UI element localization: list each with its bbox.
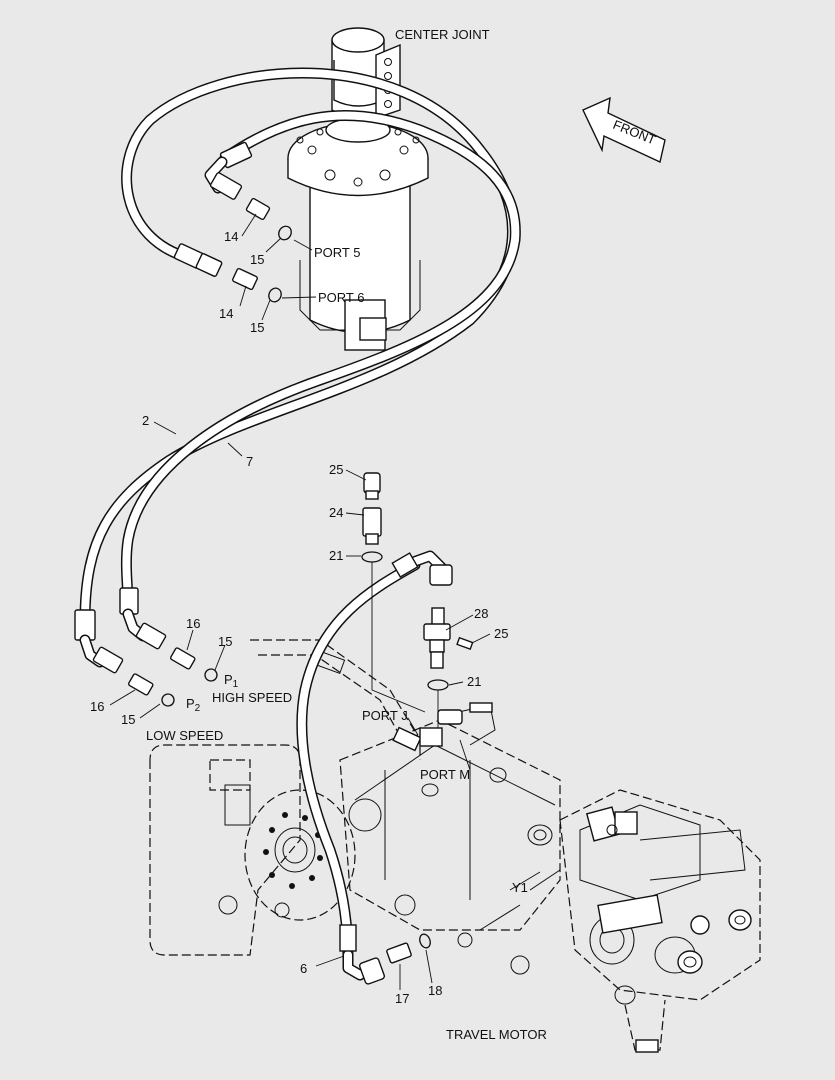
callout-15: 15: [121, 712, 135, 727]
callout-14: 14: [224, 229, 238, 244]
callout-28: 28: [474, 606, 488, 621]
callout-numbers: 14 15 14 15 2 7 25 24 21 28 25 21 16 15 …: [90, 229, 508, 1006]
callout-24: 24: [329, 505, 343, 520]
callout-15: 15: [218, 634, 232, 649]
travel-motor-label: TRAVEL MOTOR: [446, 1027, 547, 1042]
callout-25: 25: [494, 626, 508, 641]
center-joint-label: CENTER JOINT: [395, 27, 490, 42]
callout-6: 6: [300, 961, 307, 976]
callout-16: 16: [186, 616, 200, 631]
callout-15: 15: [250, 252, 264, 267]
low-speed-label: LOW SPEED: [146, 728, 223, 743]
p1-label: P1: [224, 672, 239, 690]
port-6-label: PORT 6: [318, 290, 364, 305]
leader-lines: [109, 213, 541, 990]
high-speed-label: HIGH SPEED: [212, 690, 292, 705]
port-5-label: PORT 5: [314, 245, 360, 260]
callout-21: 21: [329, 548, 343, 563]
callout-7: 7: [246, 454, 253, 469]
port-j-label: PORT J: [362, 708, 408, 723]
callout-17: 17: [395, 991, 409, 1006]
p2-label: P2: [186, 696, 201, 714]
callout-18: 18: [428, 983, 442, 998]
fitting-stack: [361, 472, 474, 728]
hose-2-and-7: [79, 67, 521, 626]
front-direction-arrow: FRONT: [582, 96, 666, 163]
callout-14: 14: [219, 306, 233, 321]
hose-6: [296, 550, 453, 985]
lower-hose-fittings: [74, 587, 218, 707]
port-m-label: PORT M: [420, 767, 470, 782]
callout-21: 21: [467, 674, 481, 689]
travel-motor-outline: [149, 639, 761, 1053]
callout-2: 2: [142, 413, 149, 428]
y1-label: Y1: [512, 880, 528, 895]
text-labels: CENTER JOINT PORT 5 PORT 6 PORT J PORT M…: [146, 27, 547, 1042]
callout-16: 16: [90, 699, 104, 714]
callout-15: 15: [250, 320, 264, 335]
callout-25: 25: [329, 462, 343, 477]
upper-hose-fittings: [173, 141, 292, 303]
